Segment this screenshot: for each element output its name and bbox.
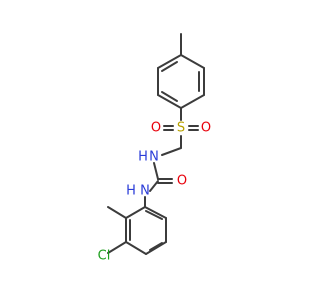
bond	[107, 206, 127, 219]
sulfonyl-oxygen-right: O	[201, 121, 211, 136]
sulfur-atom-label: S	[177, 121, 185, 136]
bond	[125, 206, 146, 219]
bond	[180, 54, 205, 69]
bond	[149, 180, 159, 192]
bond	[153, 162, 159, 180]
bond	[145, 210, 163, 220]
bonds	[107, 33, 205, 255]
bond	[161, 61, 178, 72]
bond	[157, 54, 182, 69]
amide-hydrogen-top: H	[138, 150, 148, 165]
urea-oxygen: O	[177, 174, 187, 189]
chlorine-atom-label: Cl	[98, 249, 111, 264]
bond	[149, 242, 163, 251]
molecule-structure: S O O N H O N H Cl	[98, 33, 211, 264]
amide-nitrogen-top: N	[149, 150, 159, 165]
bond	[125, 241, 147, 255]
bond	[161, 91, 178, 102]
bond	[161, 147, 182, 156]
sulfonyl-oxygen-left: O	[151, 121, 161, 136]
bond	[157, 94, 182, 109]
bond	[145, 241, 167, 255]
bond	[107, 241, 127, 254]
amide-nitrogen-bottom: N	[140, 184, 150, 199]
bond	[144, 206, 167, 219]
amide-hydrogen-bottom: H	[126, 184, 136, 199]
bond	[180, 94, 205, 109]
